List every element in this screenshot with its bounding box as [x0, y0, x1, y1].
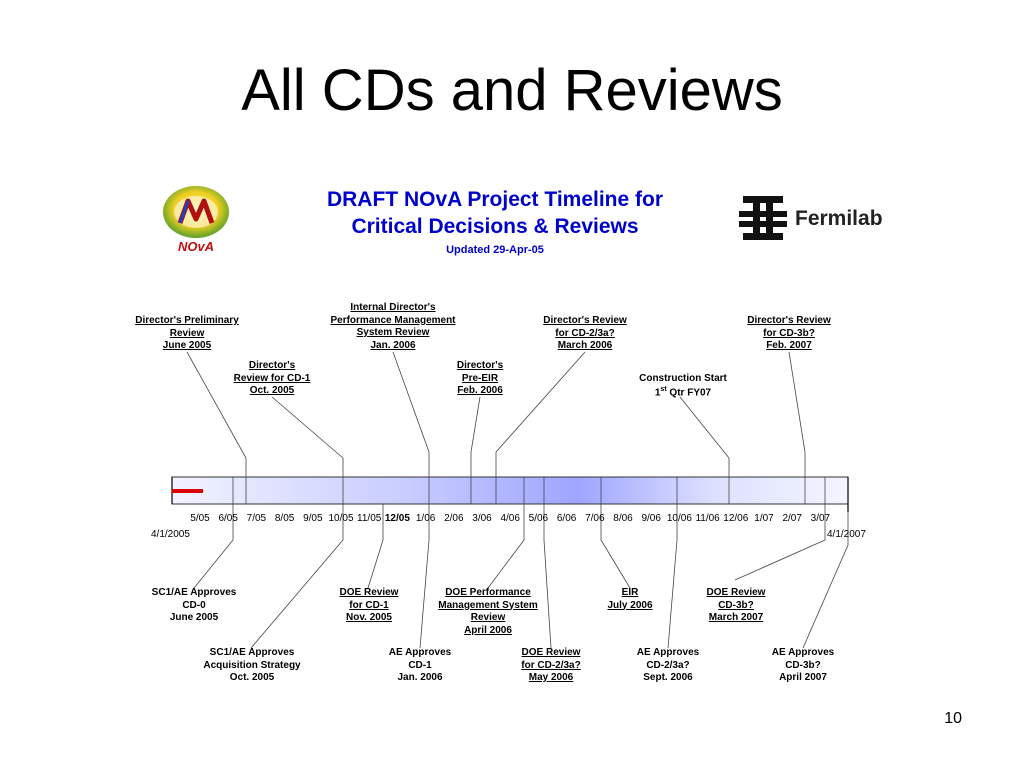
event-doe-review-cd2-3a: DOE Review for CD-2/3a? May 2006 — [521, 647, 581, 683]
month-tick-label: 3/07 — [810, 513, 831, 524]
event-doe-review-cd1: DOE Review for CD-1 Nov. 2005 — [339, 587, 399, 623]
fermilab-logo-icon — [739, 196, 787, 240]
event-doe-pmsr: DOE Performance Management System Review… — [438, 587, 538, 636]
event-sc1-approves-acq-strategy: SC1/AE Approves Acquisition Strategy Oct… — [203, 647, 301, 683]
timeline-title-line1: DRAFT NOvA Project Timeline for — [326, 188, 664, 211]
month-tick-label: 7/06 — [585, 513, 605, 524]
month-tick-label: 10/05 — [328, 513, 354, 524]
fermilab-logo-text: Fermilab — [795, 207, 883, 230]
event-construction-start: Construction Start 1st Qtr FY07 — [639, 373, 727, 398]
month-tick-label: 9/06 — [641, 513, 661, 524]
month-tick-label: 8/06 — [613, 513, 633, 524]
timeline-title-line2: Critical Decisions & Reviews — [351, 215, 639, 239]
month-tick-label: 7/05 — [246, 513, 267, 524]
month-tick-label: 11/06 — [695, 513, 720, 524]
event-ae-approves-cd2-3a: AE Approves CD-2/3a? Sept. 2006 — [636, 647, 700, 683]
month-tick-label: 4/06 — [500, 513, 520, 524]
month-tick-label: 5/05 — [190, 513, 210, 524]
page-number: 10 — [944, 710, 962, 727]
event-ae-approves-cd1: AE Approves CD-1 Jan. 2006 — [388, 647, 452, 683]
timeline-title: DRAFT NOvA Project Timeline for Critical… — [270, 186, 720, 241]
event-internal-pmsr: Internal Director's Performance Manageme… — [330, 302, 456, 351]
timeline-updated: Updated 29-Apr-05 — [446, 244, 544, 256]
event-doe-review-cd3b: DOE Review CD-3b? March 2007 — [706, 587, 766, 623]
event-directors-review-cd3b: Director's Review for CD-3b? Feb. 2007 — [747, 315, 831, 351]
nova-logo-icon: NOvA — [163, 186, 229, 254]
month-tick-label: 1/07 — [754, 513, 774, 524]
month-tick-label: 9/05 — [303, 513, 323, 524]
timeline-bar — [171, 476, 849, 505]
event-eir: EIR July 2006 — [607, 587, 653, 611]
month-tick-label: 6/05 — [218, 513, 238, 524]
month-tick-label: 12/06 — [723, 513, 749, 524]
current-date-marker — [172, 489, 203, 493]
month-tick-label: 5/06 — [528, 513, 549, 524]
month-tick-label: 2/06 — [444, 513, 464, 524]
nova-logo-text: NOvA — [178, 239, 214, 254]
month-tick-label: 11/05 — [357, 513, 382, 524]
event-directors-preliminary-review: Director's Preliminary Review June 2005 — [135, 315, 239, 351]
month-tick-label: 2/07 — [782, 513, 802, 524]
timeline-end-label: 4/1/2007 — [827, 529, 866, 540]
event-directors-review-cd2-3a: Director's Review for CD-2/3a? March 200… — [543, 315, 627, 351]
month-tick-label: 10/06 — [666, 513, 692, 524]
event-ae-approves-cd3b: AE Approves CD-3b? April 2007 — [771, 647, 835, 683]
month-tick-label: 3/06 — [472, 513, 492, 524]
event-directors-review-cd1: Director's Review for CD-1 Oct. 2005 — [233, 360, 311, 396]
event-directors-pre-eir: Director's Pre-EIR Feb. 2006 — [456, 360, 504, 396]
month-tick-label: 6/06 — [556, 513, 577, 524]
timeline-start-label: 4/1/2005 — [151, 529, 190, 540]
month-tick-label: 12/05 — [384, 513, 410, 524]
slide-title: All CDs and Reviews — [241, 58, 783, 123]
month-tick-label: 1/06 — [415, 513, 436, 524]
month-tick-label: 8/05 — [274, 513, 295, 524]
event-sc1-approves-cd0: SC1/AE Approves CD-0 June 2005 — [151, 587, 237, 623]
